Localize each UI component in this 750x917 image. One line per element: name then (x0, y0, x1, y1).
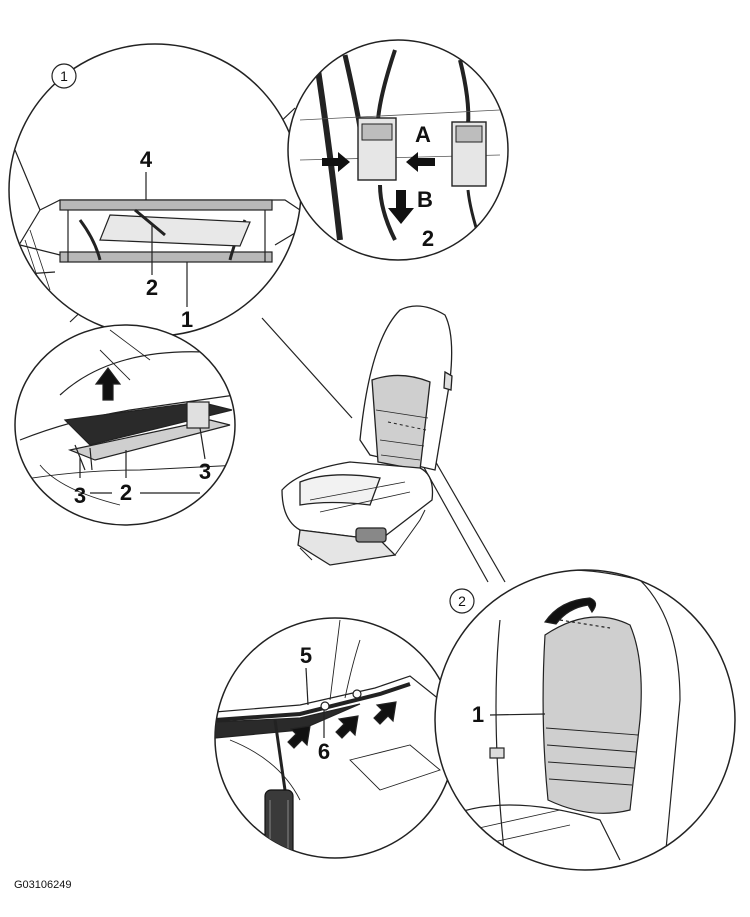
callout-A: A (415, 122, 431, 147)
view-2-marker-label: 2 (458, 593, 466, 609)
callout-2-clip: 2 (120, 480, 132, 505)
callout-4: 4 (140, 147, 153, 172)
detail-view-clips: 3 2 3 (14, 324, 236, 526)
callout-2-top: 2 (146, 275, 158, 300)
callout-2-connector: 2 (422, 226, 434, 251)
callout-6: 6 (318, 739, 330, 764)
view-1-marker-label: 1 (60, 68, 68, 84)
callout-3-right: 3 (199, 459, 211, 484)
callout-3-left: 3 (74, 483, 86, 508)
detail-view-seat-cushion: 1 4 2 1 (8, 43, 302, 337)
detail-view-trim-removal: 5 6 (214, 617, 456, 859)
callout-1-top: 1 (181, 307, 193, 332)
callout-5: 5 (300, 643, 312, 668)
reference-code: G03106249 (14, 879, 72, 891)
view-2-marker (449, 588, 475, 614)
detail-view-seat-back: 2 1 (434, 569, 736, 871)
callout-B: B (417, 187, 433, 212)
seat-overview (281, 305, 453, 566)
detail-view-connectors: A B 2 (287, 39, 509, 261)
callout-1-back: 1 (472, 702, 484, 727)
view-1-marker (51, 63, 77, 89)
